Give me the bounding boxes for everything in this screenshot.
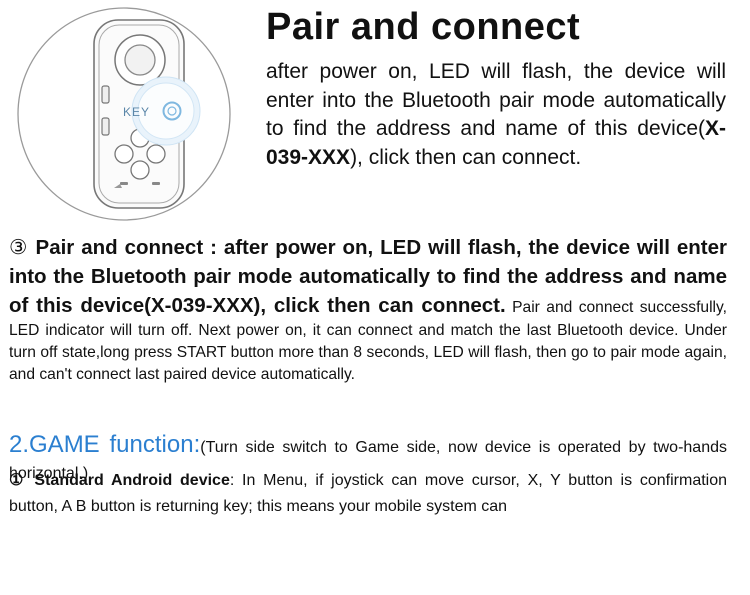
- standard-android-paragraph: ① Standard Android device: In Menu, if j…: [9, 468, 727, 520]
- button-a: [130, 160, 150, 180]
- standard-text: : In Menu, if joystick can move cursor, …: [9, 472, 728, 515]
- outer-circle: [17, 7, 231, 221]
- step-3-bold-text: Pair and connect : after power on, LED w…: [9, 236, 727, 317]
- game-function-note: (Turn side switch to Game side, now devi…: [9, 439, 727, 482]
- device-name: X-039-XXX: [266, 117, 726, 169]
- standard-marker: ①: [9, 472, 27, 489]
- game-function-heading: 2.GAME function:: [9, 431, 201, 458]
- key-ring-icon: [162, 101, 182, 121]
- button-b: [146, 144, 166, 164]
- step-3-paragraph: ③ Pair and connect : after power on, LED…: [9, 233, 727, 386]
- page-title: Pair and connect: [266, 6, 581, 48]
- desc-text-1: after power on, LED will flash, the devi…: [266, 60, 726, 140]
- key-label: KEY: [123, 105, 150, 119]
- step-3-normal-text: Pair and connect successfully, LED indic…: [9, 299, 727, 383]
- button-x: [114, 144, 134, 164]
- game-function-paragraph: 2.GAME function:(Turn side switch to Gam…: [9, 432, 727, 487]
- standard-label: Standard Android device: [26, 472, 230, 489]
- desc-text-2: ), click then can connect.: [350, 145, 582, 169]
- side-button-bottom: [101, 117, 110, 136]
- step-3-marker: ③: [9, 236, 29, 259]
- pair-description: after power on, LED will flash, the devi…: [266, 58, 726, 172]
- joystick-inner: [124, 44, 156, 76]
- controller-illustration: KEY: [16, 6, 238, 222]
- side-button-top: [101, 85, 110, 104]
